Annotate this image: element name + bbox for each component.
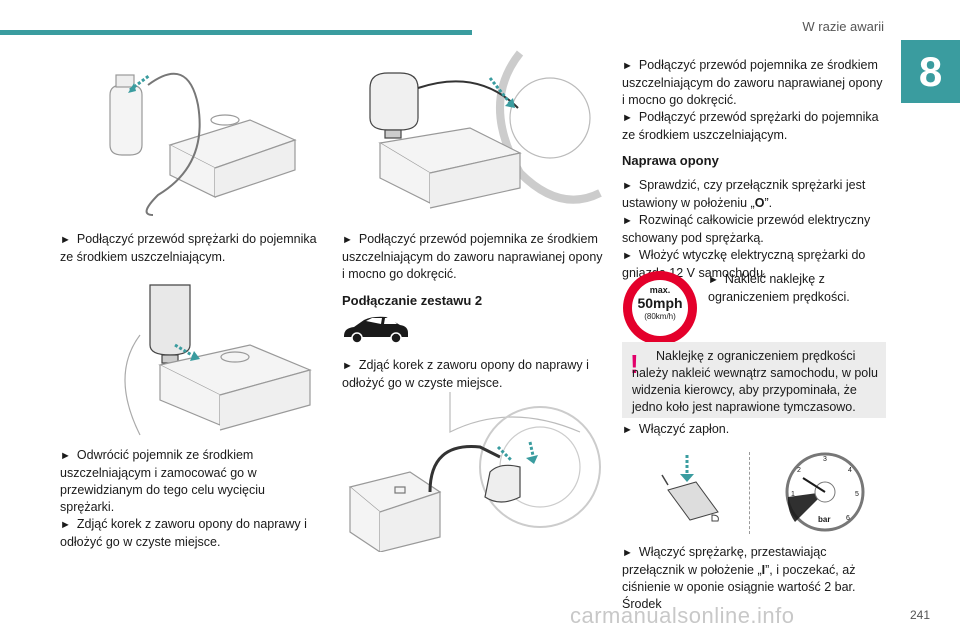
gauge-tick-1: 1: [791, 491, 795, 498]
instruction-text: Nakleić naklejkę z ograniczeniem prędkoś…: [708, 271, 888, 306]
sticker-max-label: max.: [650, 285, 671, 295]
column-2-para-1: Podłączyć przewód pojemnika ze środkiem …: [342, 231, 604, 309]
instruction-text-part: Sprawdzić, czy przełącznik sprężarki jes…: [622, 178, 866, 210]
column-3-para-1: Podłączyć przewód pojemnika ze środkiem …: [622, 57, 886, 282]
sticker-speed: 50mph: [637, 295, 682, 311]
chapter-tab: 8: [901, 40, 960, 103]
section-title: W razie awarii: [802, 19, 884, 34]
gauge-unit: bar: [818, 515, 830, 524]
instruction-text: Podłączyć przewód sprężarki do pojemnika…: [60, 231, 320, 266]
figure-divider: [749, 452, 751, 534]
hose-to-valve-illustration-1: [369, 50, 602, 209]
section-heading: Podłączanie zestawu 2: [342, 293, 483, 308]
column-1-para-1: Podłączyć przewód sprężarki do pojemnika…: [60, 231, 320, 266]
watermark: carmanualsonline.info: [570, 603, 795, 628]
instruction-text: Rozwinąć całkowicie przewód elektryczny …: [622, 212, 886, 247]
instruction-text-part: Włączyć sprężarkę, przestawiając przełąc…: [622, 545, 827, 577]
instruction-text: Sprawdzić, czy przełącznik sprężarki jes…: [622, 177, 886, 212]
column-1-para-2: Odwrócić pojemnik ze środkiem uszczelnia…: [60, 447, 322, 551]
warning-text: Naklejkę z ograniczeniem prędkości należ…: [632, 349, 878, 414]
pressure-gauge: 1 2 3 4 5 6 bar: [785, 452, 865, 532]
column-2-para-2: Zdjąć korek z zaworu opony do naprawy i …: [342, 357, 604, 392]
gauge-tick-4: 4: [848, 467, 852, 474]
column-3-para-final: Włączyć sprężarkę, przestawiając przełąc…: [622, 544, 886, 613]
header-accent-bar: [0, 30, 472, 35]
page-number: 241: [909, 608, 930, 622]
switch-position-i: I: [761, 563, 766, 577]
column-3-para-ignition: Włączyć zapłon.: [622, 421, 886, 439]
speed-limit-sticker: max. 50mph (80km/h): [623, 271, 697, 345]
gauge-tick-3: 3: [823, 456, 827, 463]
sticker-kmh: (80km/h): [644, 312, 676, 321]
gauge-tick-6: 6: [846, 515, 850, 522]
instruction-text: Zdjąć korek z zaworu opony do naprawy i …: [60, 516, 322, 551]
instruction-text-part: ”, i poczekać, aż ciśnienie w oponie osi…: [622, 563, 856, 611]
hose-to-valve-illustration-2: [348, 392, 601, 552]
warning-exclamation-icon: !: [630, 349, 639, 379]
sealant-compressor-illustration-1: [109, 72, 297, 216]
warning-box: ! Naklejkę z ograniczeniem prędkości nal…: [622, 342, 886, 418]
instruction-text: Odwrócić pojemnik ze środkiem uszczelnia…: [60, 447, 322, 516]
sealant-compressor-illustration-2: [124, 284, 312, 436]
gauge-tick-5: 5: [855, 491, 859, 498]
column-3-para-sticker: Nakleić naklejkę z ograniczeniem prędkoś…: [708, 271, 888, 306]
instruction-text: Podłączyć przewód sprężarki do pojemnika…: [622, 109, 886, 144]
instruction-text: Zdjąć korek z zaworu opony do naprawy i …: [342, 357, 604, 392]
instruction-text: Podłączyć przewód pojemnika ze środkiem …: [342, 231, 604, 283]
switch-position-o: O: [754, 196, 765, 210]
instruction-text: Włączyć zapłon.: [622, 421, 886, 439]
car-silhouette-icon: [344, 316, 408, 344]
gauge-tick-2: 2: [797, 467, 801, 474]
instruction-text-part: ”.: [764, 196, 773, 210]
section-heading: Naprawa opony: [622, 153, 719, 168]
instruction-text: Podłączyć przewód pojemnika ze środkiem …: [622, 57, 886, 109]
compressor-switch-illustration: [661, 455, 719, 522]
instruction-text: Włączyć sprężarkę, przestawiając przełąc…: [622, 544, 886, 613]
